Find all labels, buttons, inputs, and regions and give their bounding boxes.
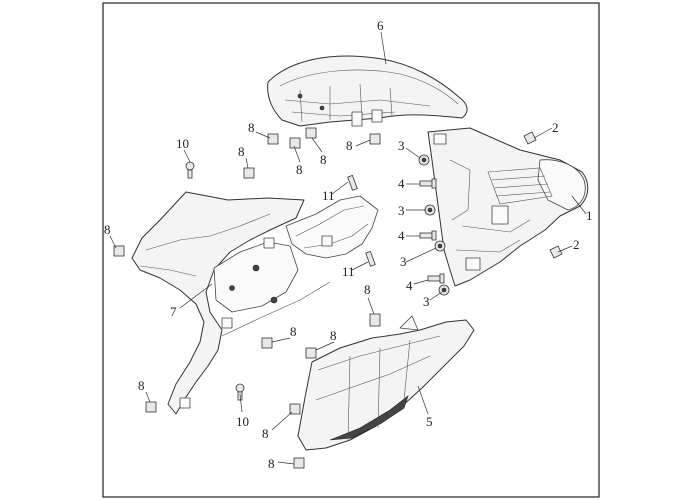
callout-3-b: 3	[398, 203, 405, 218]
callout-3-d: 3	[423, 294, 430, 309]
part-5-right-lower-cover	[297, 315, 475, 451]
callout-2-upper: 2	[552, 120, 559, 135]
leader-lines	[109, 31, 587, 465]
callout-11-upper: 11	[322, 188, 335, 203]
callout-10-lower: 10	[236, 414, 249, 429]
callout-1: 1	[586, 208, 593, 223]
callout-7: 7	[170, 304, 177, 319]
speed-nut-fasteners-8	[113, 127, 381, 469]
callout-3-c: 3	[400, 254, 407, 269]
callout-8-k: 8	[262, 426, 269, 441]
callout-8-e: 8	[238, 144, 245, 159]
callout-5: 5	[426, 414, 433, 429]
callout-8-d: 8	[346, 138, 353, 153]
center-mounting-bracket	[285, 195, 379, 259]
part-7-left-side-cover	[131, 191, 331, 415]
callout-8-b: 8	[296, 162, 303, 177]
callout-8-h: 8	[330, 328, 337, 343]
callout-8-c: 8	[320, 152, 327, 167]
callout-8-j: 8	[138, 378, 145, 393]
callout-11-lower: 11	[342, 264, 355, 279]
callout-4-b: 4	[398, 228, 405, 243]
callout-8-i: 8	[364, 282, 371, 297]
diagram-frame	[102, 2, 600, 498]
part-1-tail-assembly	[427, 127, 589, 287]
callout-4-c: 4	[406, 278, 413, 293]
nut-fasteners	[418, 154, 450, 296]
callout-10-upper: 10	[176, 136, 189, 151]
pin-fasteners-11	[347, 174, 376, 267]
callout-2-lower: 2	[573, 237, 580, 252]
callout-3-a: 3	[398, 138, 405, 153]
callout-6: 6	[377, 18, 384, 33]
clip-fasteners-2	[523, 131, 563, 259]
callout-8-f: 8	[104, 222, 111, 237]
callout-4-a: 4	[398, 176, 405, 191]
callout-labels: 6 2 2 1 3 3 3 3 4 4 4 5 7 11 11 10 10 8 …	[104, 18, 593, 471]
callout-8-l: 8	[268, 456, 275, 471]
callout-8-a: 8	[248, 120, 255, 135]
callout-8-g: 8	[290, 324, 297, 339]
screw-fasteners	[419, 178, 445, 284]
part-6-rear-top-cover	[267, 55, 468, 127]
